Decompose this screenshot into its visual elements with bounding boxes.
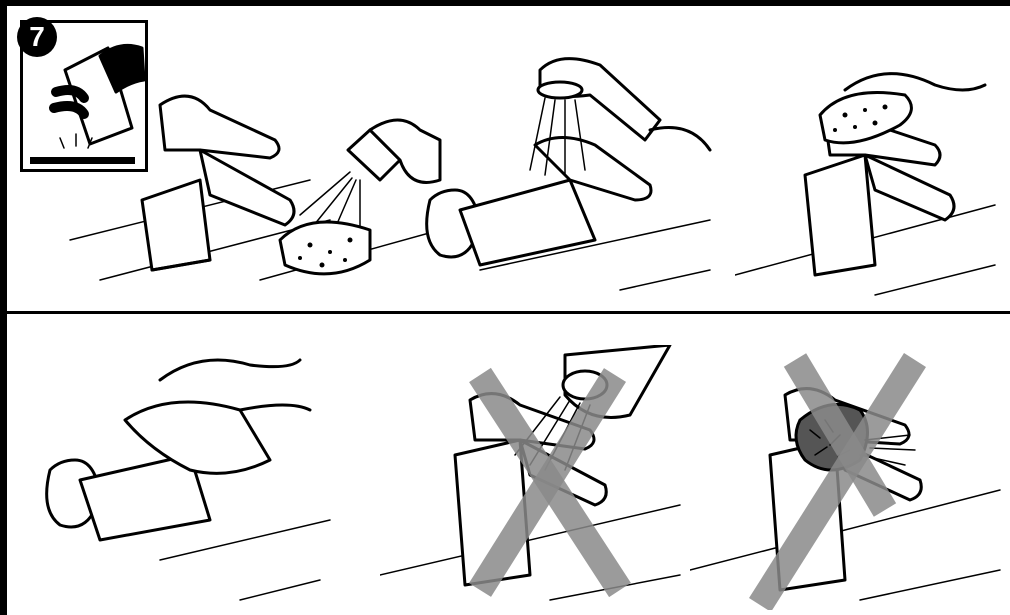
- sponge-icon: [818, 72, 987, 145]
- spray-bottle-icon: [299, 118, 442, 241]
- panel-dry-with-cloth: [40, 340, 340, 610]
- panel-rinse-with-shower: [420, 50, 720, 305]
- wipe-dry-icon: [20, 20, 148, 172]
- step-number-badge: 7: [17, 17, 57, 57]
- panel-no-high-pressure-jet: [380, 345, 690, 610]
- hand-shower-icon: [529, 57, 712, 176]
- panel-wipe-with-sponge: [735, 55, 1005, 305]
- panel-no-abrasive-pad: [690, 340, 1005, 610]
- wall-faucet-icon: [425, 136, 653, 267]
- prohibition-cross-icon: [749, 353, 926, 610]
- prohibition-cross-icon: [468, 367, 631, 598]
- frame-top-border: [0, 0, 1010, 6]
- faucet-icon: [140, 94, 296, 272]
- step-icon-box: [20, 20, 148, 172]
- cloth-icon: [123, 358, 312, 475]
- panel-apply-cleaner: [60, 80, 460, 305]
- frame-left-border: [0, 0, 7, 615]
- wall-faucet-icon: [45, 453, 212, 542]
- row-divider: [0, 311, 1010, 314]
- sponge-icon: [278, 220, 372, 276]
